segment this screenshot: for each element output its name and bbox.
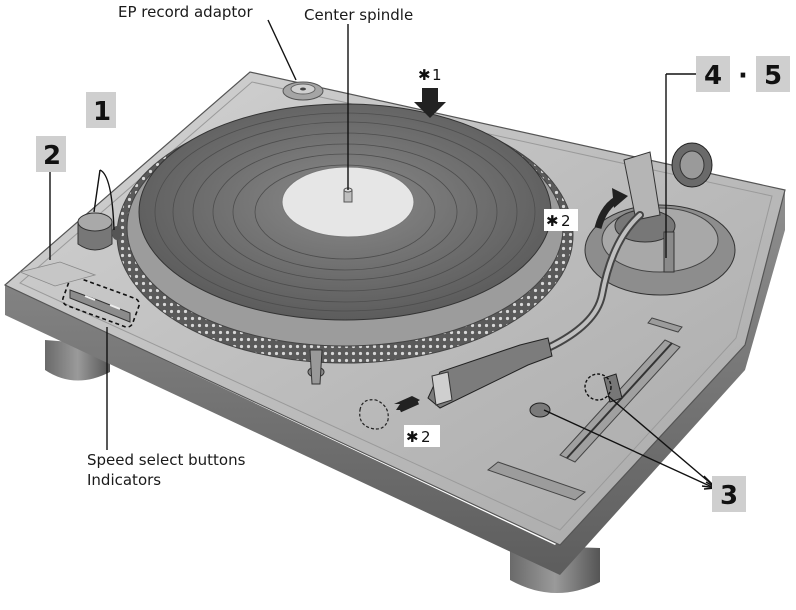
speed-select-buttons: [69, 289, 131, 323]
svg-text:2: 2: [421, 428, 431, 446]
callout-3: 3: [712, 476, 746, 512]
callout-4-5: 4 · 5: [696, 56, 790, 92]
arrow-down-1: [414, 88, 446, 118]
chassis-front-side: [5, 190, 785, 575]
svg-text:4: 4: [704, 61, 722, 91]
svg-text:✱: ✱: [406, 428, 419, 446]
svg-text:1: 1: [432, 66, 442, 84]
svg-text:2: 2: [561, 212, 571, 230]
tonearm-base: [584, 142, 736, 296]
svg-text:5: 5: [764, 61, 782, 91]
star-marker-1: ✱ 1: [418, 66, 442, 84]
label-ep-adaptor: EP record adaptor: [118, 3, 253, 21]
svg-text:✱: ✱: [546, 212, 559, 230]
center-spindle: [343, 187, 353, 203]
headshell: [427, 337, 553, 409]
label-speed-buttons: Speed select buttons: [87, 451, 246, 469]
svg-text:2: 2: [43, 141, 61, 171]
svg-text:✱: ✱: [418, 66, 431, 84]
callout-2: 2: [36, 136, 66, 172]
callout-1: 1: [86, 92, 116, 128]
leader-lines: [49, 19, 716, 488]
arrow-left-2: [394, 396, 420, 413]
reset-button: [529, 402, 551, 418]
pitch-slider-dashed-circle: [584, 373, 612, 401]
svg-text:·: ·: [738, 61, 748, 91]
power-knob: [77, 212, 122, 251]
svg-text:3: 3: [720, 481, 738, 511]
star-marker-2-bottom: ✱ 2: [404, 425, 440, 447]
star-marker-2-top: ✱ 2: [544, 209, 578, 231]
arrow-curved-2: [594, 188, 628, 229]
ep-adaptor: [282, 81, 324, 101]
speed-select-dashed-box: [61, 276, 141, 328]
svg-text:1: 1: [93, 97, 111, 127]
record-grooves: [154, 112, 536, 312]
label-center-spindle: Center spindle: [304, 6, 413, 24]
label-indicators: Indicators: [87, 471, 161, 489]
stylus-guard-outline: [359, 399, 389, 430]
